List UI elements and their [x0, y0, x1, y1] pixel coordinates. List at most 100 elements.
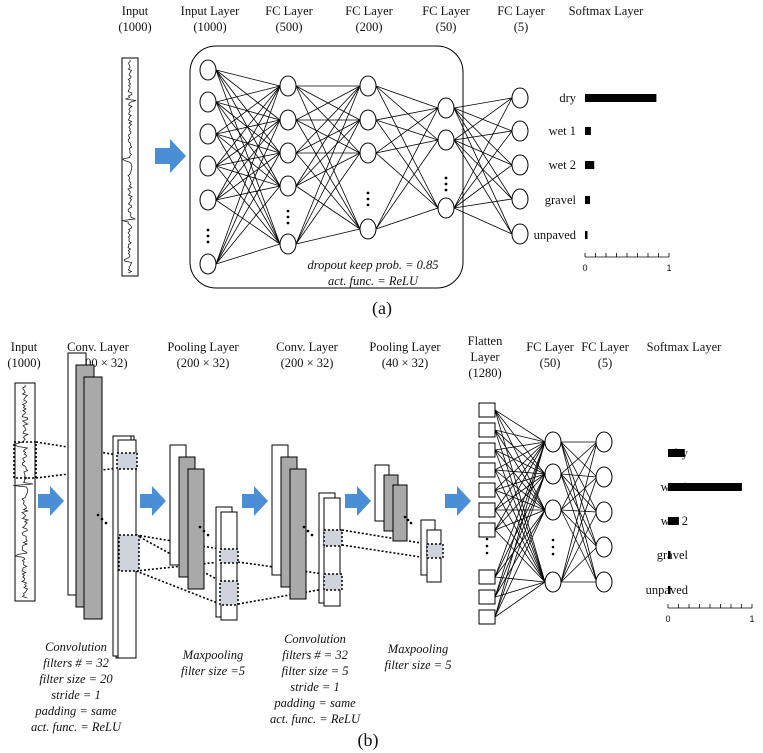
connection-line: [494, 473, 546, 511]
connection-line: [375, 85, 439, 141]
ellipsis-dot: [485, 537, 489, 541]
connection-line: [560, 441, 598, 475]
svg-text:FC Layer: FC Layer: [422, 4, 470, 18]
svg-text:Input Layer: Input Layer: [181, 4, 240, 18]
svg-text:(1000): (1000): [193, 20, 226, 34]
connection-line: [215, 243, 281, 265]
caption-a: (a): [372, 298, 392, 319]
ellipsis-dot: [306, 529, 310, 533]
ellipsis-dot: [366, 203, 370, 207]
connection-line: [215, 152, 281, 201]
class-label: wet 2: [549, 158, 576, 172]
ellipsis-dot: [198, 525, 202, 529]
connection-line: [494, 429, 546, 443]
class-label: gravel: [545, 193, 577, 207]
connection-line: [560, 511, 598, 583]
label-fc500-a: FC Layer (500): [265, 4, 313, 34]
label-flatten-b: Flatten Layer (1280): [468, 334, 503, 380]
connection-line: [375, 119, 439, 141]
ellipsis-dot: [551, 552, 555, 556]
ellipsis-dot: [206, 228, 210, 232]
connection-line: [494, 469, 546, 475]
connection-line: [453, 97, 513, 109]
connection-line: [375, 152, 439, 209]
annotation-line: filters # = 32: [43, 656, 109, 670]
annotation-line: Convolution: [284, 632, 346, 646]
svg-text:(50): (50): [540, 356, 561, 370]
dropout-region-box: [189, 45, 464, 289]
connection-line: [453, 130, 513, 141]
probability-bar: [668, 517, 679, 525]
connection-line: [494, 441, 546, 531]
connection-line: [560, 441, 598, 513]
ellipsis-dot: [551, 545, 555, 549]
svg-text:(40 × 32): (40 × 32): [382, 356, 429, 370]
svg-text:Input: Input: [122, 4, 149, 18]
axis-tick-label: 1: [666, 263, 671, 273]
svg-text:(200): (200): [355, 20, 382, 34]
ellipsis-dot: [302, 525, 306, 529]
svg-text:(1000): (1000): [118, 20, 151, 34]
connections-a: [215, 69, 513, 265]
connection-line: [215, 165, 281, 245]
annotation-line: filter size = 5: [384, 658, 451, 672]
neuron: [595, 536, 613, 558]
connection-line: [215, 69, 281, 87]
ellipsis-dot: [485, 544, 489, 548]
label-softmax-b: Softmax Layer: [647, 340, 722, 354]
connection-line: [560, 441, 598, 478]
class-label: gravel: [657, 548, 689, 562]
connection-line: [295, 85, 361, 154]
connection-line: [494, 441, 546, 491]
annotation-line: act. func. = ReLU: [270, 712, 361, 726]
connection-line: [494, 473, 546, 578]
flatten-unit: [478, 502, 496, 518]
label-fc5-b: FC Layer (5): [581, 340, 629, 370]
svg-text:(5): (5): [514, 20, 529, 34]
connection-line: [375, 119, 439, 209]
probability-bar: [668, 551, 671, 559]
probability-bar: [585, 161, 595, 169]
connection-line: [215, 69, 281, 121]
connection-line: [494, 409, 546, 511]
neuron: [199, 91, 217, 113]
connection-line: [215, 119, 281, 265]
neuron: [359, 142, 377, 164]
ellipsis-dot: [286, 221, 290, 225]
annotation-line: Maxpooling: [182, 648, 243, 662]
connection-line: [453, 207, 513, 235]
activation-annotation-a: act. func. = ReLU: [328, 274, 419, 288]
connection-line: [215, 69, 281, 154]
annotation-line: filter size =5: [181, 664, 245, 678]
connection-line: [494, 441, 546, 598]
flow-arrow-b4: [345, 486, 371, 516]
conv-pool-layers: [67, 352, 444, 659]
dropout-annotation: dropout keep prob. = 0.85: [307, 258, 438, 272]
svg-text:(1000): (1000): [7, 356, 40, 370]
neuron: [595, 571, 613, 593]
class-label: unpaved: [646, 583, 689, 597]
ellipsis-dot: [409, 521, 413, 525]
ellipsis-dot: [206, 240, 210, 244]
connection-line: [295, 185, 361, 230]
connection-line: [453, 107, 513, 166]
neuron: [544, 571, 562, 593]
annotation-line: Convolution: [45, 640, 107, 654]
probability-bar: [585, 196, 591, 204]
svg-text:Conv. Layer: Conv. Layer: [276, 340, 339, 354]
neurons-b: [478, 402, 613, 625]
neuron: [595, 466, 613, 488]
connection-line: [494, 473, 546, 618]
neuron: [279, 175, 297, 197]
ellipsis-dot: [366, 197, 370, 201]
connection-line: [494, 581, 546, 598]
connection-line: [494, 409, 546, 475]
svg-text:FC Layer: FC Layer: [345, 4, 393, 18]
conv1-feature-map: [83, 376, 103, 620]
connection-line: [215, 185, 281, 201]
connection-line: [494, 529, 546, 583]
ellipsis-dot: [551, 538, 555, 542]
